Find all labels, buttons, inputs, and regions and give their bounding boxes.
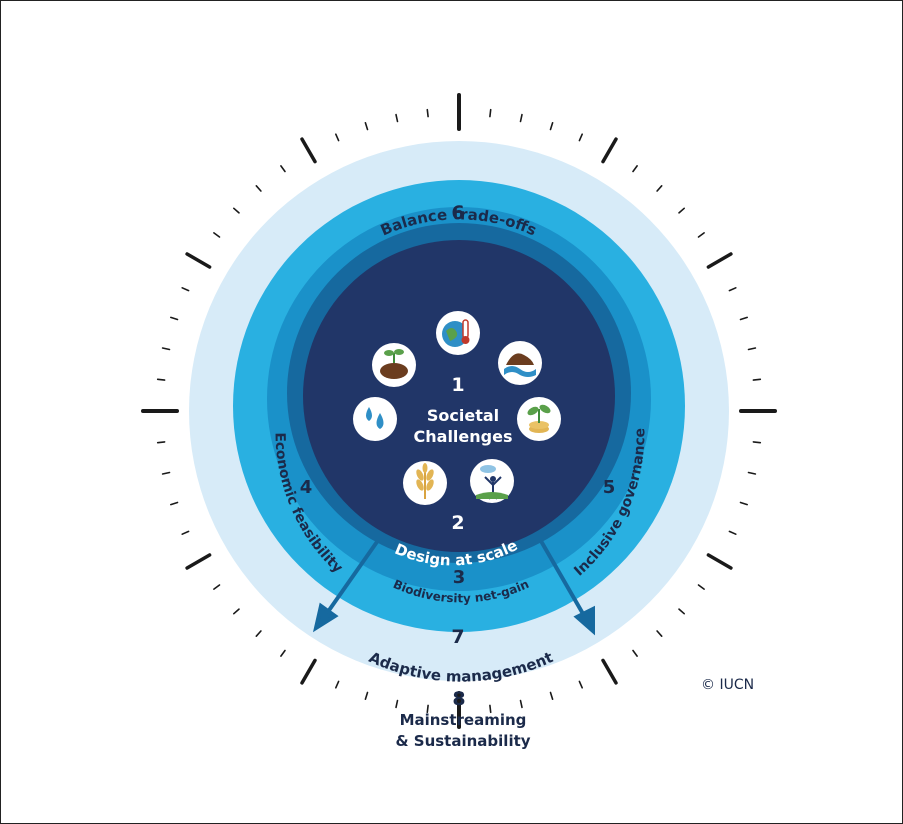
core-societal-challenges <box>303 240 615 552</box>
plant-coin-icon <box>517 397 561 441</box>
person-cloud-icon <box>470 459 514 503</box>
clock-tick-major <box>185 252 212 269</box>
clock-tick-major <box>185 553 212 570</box>
criterion-8-line1: Mainstreaming <box>400 711 527 729</box>
arrow-right-head <box>573 605 595 636</box>
clock-tick-minor <box>752 441 762 444</box>
criterion-4-number: 4 <box>300 477 313 498</box>
arrow-left-head <box>312 602 339 633</box>
clock-tick-minor <box>334 133 340 142</box>
criterion-1-line2: Challenges <box>414 427 513 446</box>
clock-tick-minor <box>280 165 286 173</box>
criterion-7-number: 7 <box>451 626 464 648</box>
clock-tick-minor <box>656 185 663 192</box>
criterion-1-number: 1 <box>451 374 464 396</box>
clock-tick-minor <box>233 207 240 214</box>
clock-tick-minor <box>233 608 240 615</box>
criterion-1-line1: Societal <box>427 406 499 425</box>
clock-tick-minor <box>739 316 749 321</box>
clock-tick-minor <box>181 286 190 292</box>
clock-tick-minor <box>213 584 221 590</box>
clock-tick-minor <box>578 133 584 142</box>
clock-tick-minor <box>549 691 554 701</box>
clock-tick-minor <box>697 232 705 238</box>
clock-tick-minor <box>213 232 221 238</box>
clock-tick-minor <box>161 471 171 475</box>
arrow-left <box>323 537 381 618</box>
criterion-8-number: 8 <box>452 688 465 710</box>
clock-tick-minor <box>161 347 171 351</box>
clock-tick-minor <box>255 185 262 192</box>
clock-tick-minor <box>170 501 179 506</box>
clock-tick-minor <box>181 530 190 536</box>
clock-tick-minor <box>747 347 757 351</box>
criterion-6-number: 6 <box>451 202 464 224</box>
clock-tick-minor <box>519 113 523 123</box>
clock-tick-minor <box>752 378 762 381</box>
clock-tick-minor <box>697 584 705 590</box>
clock-tick-minor <box>728 286 737 292</box>
copyright-notice: © IUCN <box>701 677 755 693</box>
clock-tick-major <box>300 137 317 164</box>
clock-tick-minor <box>364 122 369 131</box>
criterion-2-number: 2 <box>451 512 464 534</box>
water-drops-icon <box>353 397 397 441</box>
clock-tick-minor <box>426 108 429 118</box>
clock-tick-major <box>601 137 618 164</box>
climate-thermometer-icon <box>436 311 480 355</box>
clock-tick-minor <box>395 699 399 709</box>
clock-tick-minor <box>549 122 554 131</box>
clock-tick-major <box>706 553 733 570</box>
landslide-wave-icon <box>498 341 542 385</box>
clock-tick-minor <box>156 378 166 381</box>
clock-tick-minor <box>632 165 638 173</box>
clock-tick-minor <box>578 680 584 689</box>
clock-tick-minor <box>739 501 749 506</box>
clock-ticks <box>141 93 777 729</box>
clock-tick-minor <box>747 471 757 475</box>
criterion-3-number: 3 <box>453 567 466 588</box>
clock-tick-minor <box>255 630 262 638</box>
clock-tick-minor <box>426 704 429 714</box>
clock-tick-minor <box>156 441 166 444</box>
clock-tick-minor <box>280 649 286 657</box>
clock-tick-minor <box>632 649 638 657</box>
clock-tick-minor <box>364 691 369 701</box>
clock-tick-minor <box>170 316 179 321</box>
clock-tick-minor <box>395 113 399 123</box>
clock-tick-minor <box>489 108 492 118</box>
clock-tick-minor <box>728 530 737 536</box>
clock-tick-minor <box>656 630 663 638</box>
clock-tick-minor <box>678 207 686 214</box>
arrow-right <box>539 540 588 620</box>
soil-seedling-icon <box>372 343 416 387</box>
clock-tick-minor <box>519 699 523 709</box>
clock-tick-major <box>706 252 733 269</box>
clock-tick-minor <box>489 704 492 714</box>
icon-ring <box>353 311 561 505</box>
clock-tick-minor <box>334 680 340 689</box>
criterion-8-line2: & Sustainability <box>395 732 530 750</box>
clock-tick-minor <box>678 608 686 615</box>
grain-wheat-icon <box>403 461 447 505</box>
adaptive-arrows <box>312 537 595 636</box>
clock-tick-major <box>300 658 317 685</box>
criterion-5-number: 5 <box>603 477 616 498</box>
clock-tick-major <box>601 658 618 685</box>
